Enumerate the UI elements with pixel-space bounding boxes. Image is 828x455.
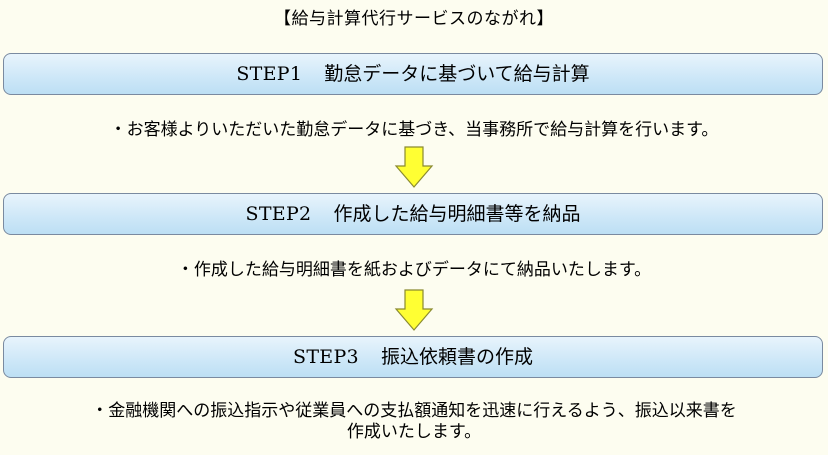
step-title-2: 作成した給与明細書等を納品 (333, 203, 581, 225)
step-title-3: 振込依頼書の作成 (380, 346, 533, 368)
step-description-3: ・金融機関への振込指示や従業員への支払額通知を迅速に行えるよう、振込以来書を (91, 401, 737, 421)
step-title-1: 勤怠データに基づいて給与計算 (324, 63, 590, 85)
step-box-3: STEP3 振込依頼書の作成 (3, 336, 823, 378)
step-description-3-line2: 作成いたします。 (346, 422, 482, 442)
step-description-2: ・作成した給与明細書を紙およびデータにて納品いたします。 (176, 260, 652, 280)
step-description-1: ・お客様よりいただいた勤怠データに基づき、当事務所で給与計算を行います。 (109, 120, 719, 140)
step-label-3: STEP3 (293, 346, 359, 368)
step-box-1: STEP1 勤怠データに基づいて給与計算 (3, 53, 823, 95)
step-box-2: STEP2 作成した給与明細書等を納品 (3, 193, 823, 235)
page-title: 【給与計算代行サービスのながれ】 (274, 9, 554, 29)
step-label-2: STEP2 (245, 203, 312, 225)
down-arrow-icon (394, 289, 434, 331)
step-label-1: STEP1 (236, 63, 303, 85)
down-arrow-icon (394, 146, 434, 188)
